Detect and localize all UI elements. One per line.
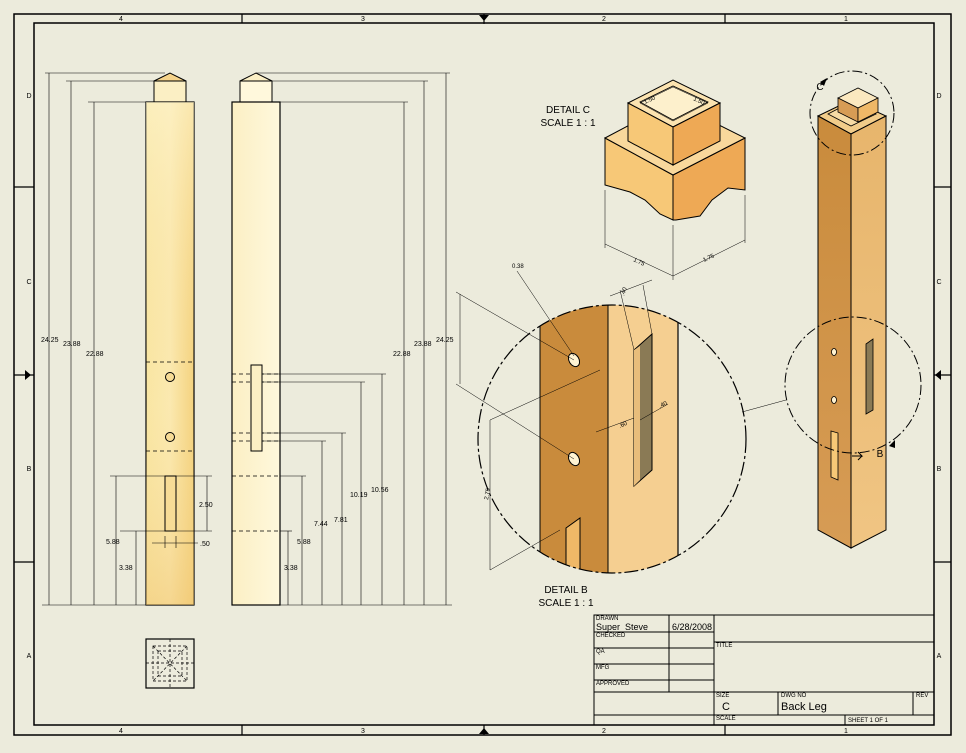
side-view xyxy=(231,72,281,606)
zone-left-a: A xyxy=(27,653,32,660)
tb-size-label: SIZE xyxy=(716,693,730,699)
front-dim-2-50: 2.50 xyxy=(199,502,213,509)
front-dim-24-25: 24.25 xyxy=(41,337,59,344)
detail-b-dims: 0.38 .40 .60 .40 2.75 xyxy=(484,264,669,500)
detail-b-dim-1: .40 xyxy=(620,286,629,297)
side-dim-5-88: 5.88 xyxy=(297,539,311,546)
detail-c-dim-1: 1.50 xyxy=(643,95,657,106)
detail-b-title: DETAIL B xyxy=(544,585,588,596)
end-view xyxy=(145,638,195,689)
tb-drawn-by: Super_Steve xyxy=(596,622,649,632)
detail-c-dim-4: 1.75 xyxy=(702,253,716,264)
side-dimension-text: 22.88 23.88 24.25 5.88 3.38 7.44 7.81 10… xyxy=(284,337,454,572)
zone-bottom-4: 4 xyxy=(119,728,123,735)
tb-title-label: TITLE xyxy=(716,643,733,649)
zone-top-2: 2 xyxy=(602,16,606,23)
zone-right-d: D xyxy=(936,93,941,100)
tb-qa-label: QA xyxy=(596,649,605,655)
side-dim-7-81: 7.81 xyxy=(334,517,348,524)
callout-b: B xyxy=(877,449,884,460)
side-dim-10-56: 10.56 xyxy=(371,487,389,494)
isometric-view xyxy=(784,70,922,549)
zone-bottom-1: 1 xyxy=(844,728,848,735)
side-dimension-lines xyxy=(256,72,452,606)
detail-b-dim-2: .60 xyxy=(618,421,629,430)
side-dim-7-44: 7.44 xyxy=(314,521,328,528)
side-dim-10-19: 10.19 xyxy=(350,492,368,499)
tb-drawn-date: 6/28/2008 xyxy=(672,622,713,632)
side-dim-23-88: 23.88 xyxy=(414,341,432,348)
detail-c-title: DETAIL C xyxy=(546,105,590,116)
detail-b-dim-hole: 0.38 xyxy=(512,264,524,270)
tb-size-value: C xyxy=(722,701,730,713)
front-view xyxy=(145,72,195,606)
zone-right-a: A xyxy=(937,653,942,660)
zone-right-c: C xyxy=(936,279,941,286)
zone-left-b: B xyxy=(27,466,32,473)
detail-c-view xyxy=(603,79,747,280)
tb-checked-label: CHECKED xyxy=(596,633,626,639)
zone-right-b: B xyxy=(937,466,942,473)
title-block-grid xyxy=(593,614,935,726)
detail-b-dim-3: .40 xyxy=(658,401,669,410)
tb-approved-label: APPROVED xyxy=(596,681,630,687)
detail-b-scale: SCALE 1 : 1 xyxy=(538,598,593,609)
detail-c-dim-3: 1.75 xyxy=(632,257,646,268)
zone-labels: 4 3 2 1 4 3 2 1 D C B A D C B A xyxy=(26,16,941,735)
zone-left-d: D xyxy=(26,93,31,100)
front-dimension-lines xyxy=(42,72,212,606)
detail-b-view xyxy=(455,270,787,574)
tb-dwg-no-value: Back Leg xyxy=(781,701,827,713)
tb-drawn-label: DRAWN xyxy=(596,616,619,622)
tb-sheet-label: SHEET 1 OF 1 xyxy=(848,718,888,724)
front-dim-3-38: 3.38 xyxy=(119,565,133,572)
zone-top-1: 1 xyxy=(844,16,848,23)
side-dim-24-25: 24.25 xyxy=(436,337,454,344)
tb-dwg-no-label: DWG NO xyxy=(781,693,807,699)
front-dimension-text: 24.25 23.88 22.88 5.88 3.38 2.50 .50 xyxy=(41,337,213,572)
tb-rev-label: REV xyxy=(916,693,929,699)
tb-mfg-label: MFG xyxy=(596,665,610,671)
zone-top-4: 4 xyxy=(119,16,123,23)
side-dim-22-88: 22.88 xyxy=(393,351,411,358)
front-dim-23-88: 23.88 xyxy=(63,341,81,348)
front-dim-22-88: 22.88 xyxy=(86,351,104,358)
side-dim-3-38: 3.38 xyxy=(284,565,298,572)
zone-top-3: 3 xyxy=(361,16,365,23)
tb-scale-label: SCALE xyxy=(716,716,736,722)
front-dim-5-88: 5.88 xyxy=(106,539,120,546)
detail-c-dims: 1.50 1.50 1.75 1.75 xyxy=(632,95,716,268)
zone-bottom-2: 2 xyxy=(602,728,606,735)
detail-c-dim-2: 1.50 xyxy=(692,96,706,107)
front-dim-0-50: .50 xyxy=(200,541,210,548)
callout-c: C xyxy=(816,82,823,93)
zone-left-c: C xyxy=(26,279,31,286)
detail-c-scale: SCALE 1 : 1 xyxy=(540,118,595,129)
zone-bottom-3: 3 xyxy=(361,728,365,735)
detail-b-dim-4: 2.75 xyxy=(484,487,492,500)
